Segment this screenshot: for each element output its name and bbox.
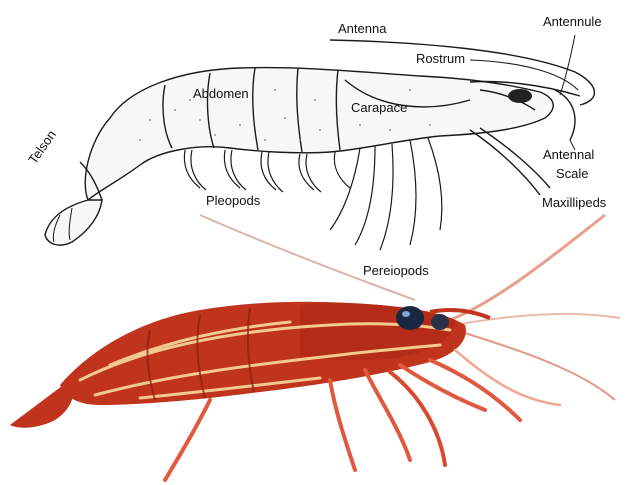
label-abdomen: Abdomen [193,86,249,101]
label-pereiopods: Pereiopods [363,263,429,278]
label-carapace: Carapace [351,100,407,115]
label-rostrum: Rostrum [416,51,465,66]
shrimp-photo [10,215,620,480]
label-antennal-scale-line2: Scale [556,166,589,181]
label-maxillipeds: Maxillipeds [542,195,607,210]
drawing-eye [508,89,532,103]
label-antennal-scale-line1: Antennal [543,147,594,162]
label-antenna: Antenna [338,21,387,36]
photo-antenna-left [200,215,415,300]
photo-eye [396,306,424,330]
pleopods-drawing [184,150,350,192]
anatomy-line-drawing [45,35,594,250]
photo-antenna-right [450,215,605,320]
label-telson: Telson [25,127,59,166]
pereiopods-drawing [330,138,442,250]
label-pleopods: Pleopods [206,193,261,208]
drawing-body-outline [85,68,553,200]
label-antennule: Antennule [543,14,602,29]
maxillipeds-drawing [470,130,540,195]
